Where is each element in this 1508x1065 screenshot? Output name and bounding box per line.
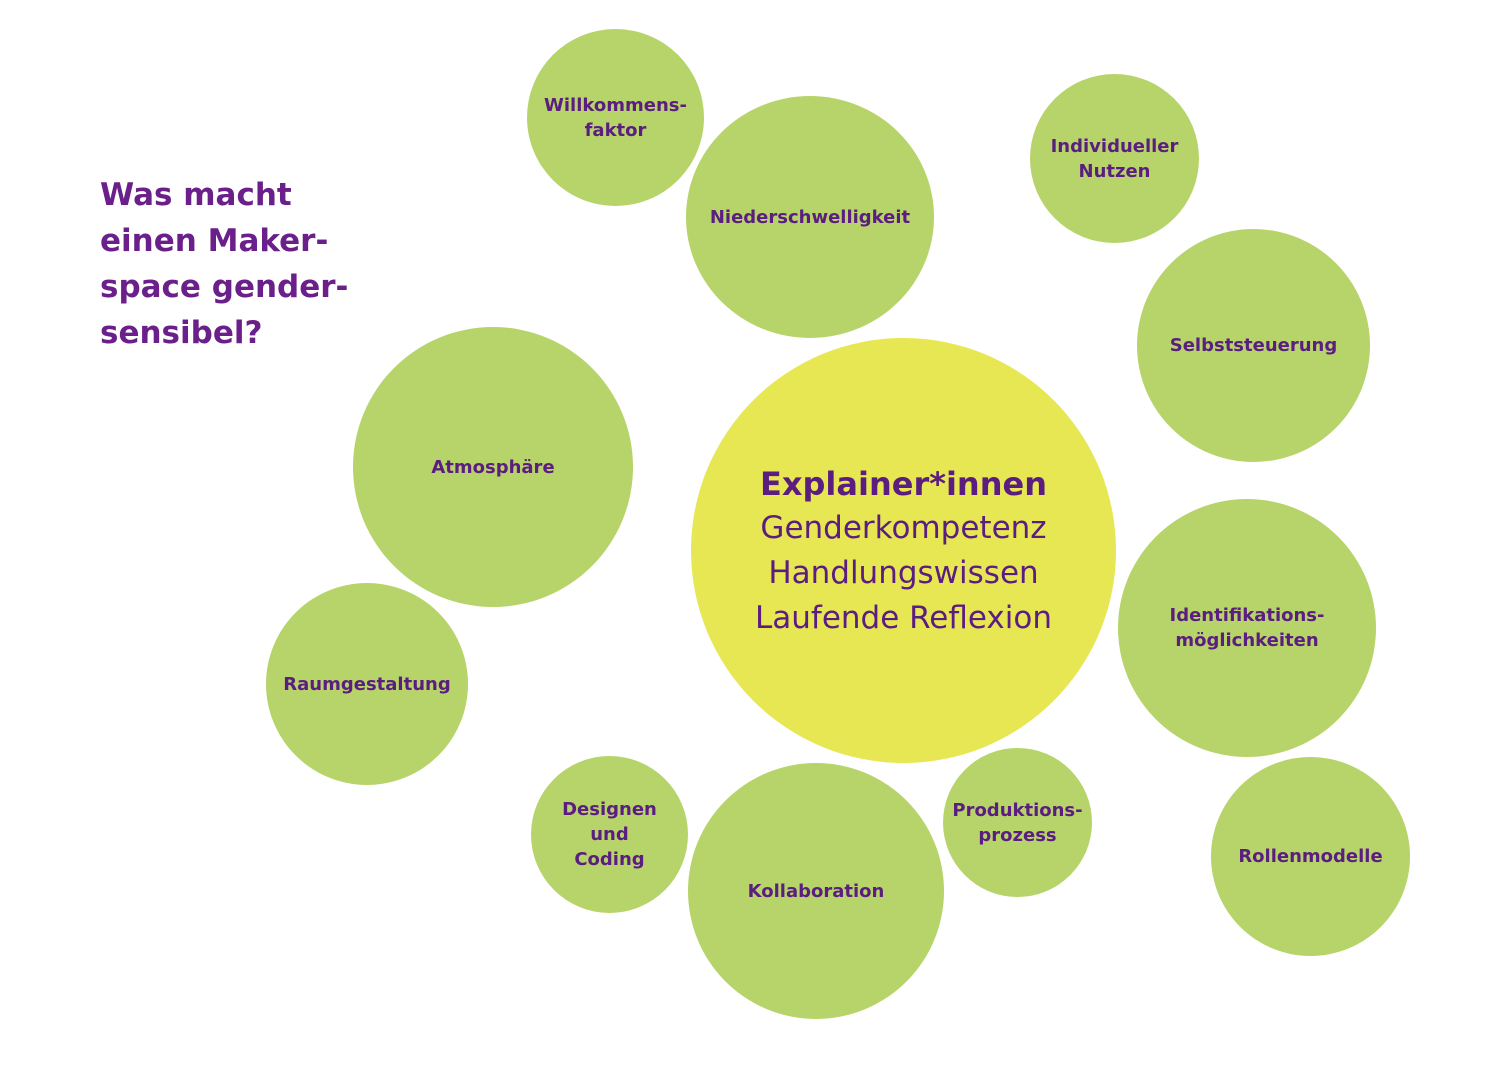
- bubble-rollenmodelle: Rollenmodelle: [1211, 757, 1410, 956]
- headline-line: sensibel?: [100, 315, 263, 351]
- bubble-label-line: Identifikations-: [1169, 605, 1325, 626]
- bubble-label-line: Atmosphäre: [431, 456, 555, 478]
- bubble-label: Willkommens- faktor: [544, 93, 687, 143]
- center-item: Genderkompetenz: [760, 510, 1047, 546]
- bubble-label: Selbststeuerung: [1170, 333, 1337, 358]
- bubble-label-line: Coding: [574, 849, 645, 870]
- bubble-raumgestaltung: Raumgestaltung: [266, 583, 468, 785]
- bubble-label-line: Individueller: [1050, 135, 1179, 157]
- bubble-label: Niederschwelligkeit: [710, 205, 910, 230]
- center-item: Handlungswissen: [768, 555, 1039, 591]
- bubble-label: Kollaboration: [748, 879, 885, 904]
- bubble-label-line: Selbststeuerung: [1169, 335, 1338, 356]
- bubble-label: Individueller Nutzen: [1051, 134, 1179, 184]
- bubble-label-line: prozess: [978, 824, 1057, 846]
- bubble-label-line: Nutzen: [1078, 160, 1151, 182]
- bubble-label-line: und: [590, 824, 629, 845]
- bubble-label-line: möglichkeiten: [1175, 630, 1319, 651]
- bubble-produktionsprozess: Produktions- prozess: [943, 748, 1092, 897]
- bubble-label: Identifikations- möglichkeiten: [1170, 603, 1325, 653]
- bubble-niederschwelligkeit: Niederschwelligkeit: [686, 96, 934, 338]
- center-item: Laufende Reflexion: [755, 600, 1052, 636]
- bubble-label: Produktions- prozess: [952, 798, 1082, 848]
- bubble-kollaboration: Kollaboration: [688, 763, 944, 1019]
- bubble-label-line: Kollaboration: [747, 880, 885, 902]
- bubble-atmosphaere: Atmosphäre: [353, 327, 633, 607]
- bubble-label: Atmosphäre: [431, 455, 554, 480]
- bubble-willkommensfaktor: Willkommens- faktor: [527, 29, 704, 206]
- bubble-label-line: Rollenmodelle: [1238, 846, 1383, 867]
- bubble-selbststeuerung: Selbststeuerung: [1137, 229, 1370, 462]
- bubble-label-line: faktor: [584, 119, 647, 141]
- headline-line: space gender-: [100, 269, 349, 305]
- bubble-label-line: Willkommens-: [544, 94, 687, 116]
- bubble-label: Designen und Coding: [562, 797, 657, 872]
- center-title: Explainer*innen: [760, 465, 1047, 503]
- bubble-label: Raumgestaltung: [283, 672, 450, 697]
- headline-question: Was macht einen Maker- space gender- sen…: [100, 172, 400, 356]
- headline-line: Was macht: [100, 177, 292, 213]
- center-bubble-explainer: Explainer*innen Genderkompetenz Handlung…: [691, 338, 1116, 763]
- headline-line: einen Maker-: [100, 223, 329, 259]
- bubble-label: Rollenmodelle: [1238, 844, 1382, 869]
- bubble-label-line: Designen: [562, 799, 657, 820]
- bubble-label-line: Raumgestaltung: [283, 673, 451, 695]
- bubble-label-line: Niederschwelligkeit: [709, 206, 911, 228]
- bubble-individueller-nutzen: Individueller Nutzen: [1030, 74, 1199, 243]
- bubble-identifikationsmoeglichkeiten: Identifikations- möglichkeiten: [1118, 499, 1376, 757]
- bubble-label-line: Produktions-: [952, 799, 1083, 821]
- bubble-designen-und-coding: Designen und Coding: [531, 756, 688, 913]
